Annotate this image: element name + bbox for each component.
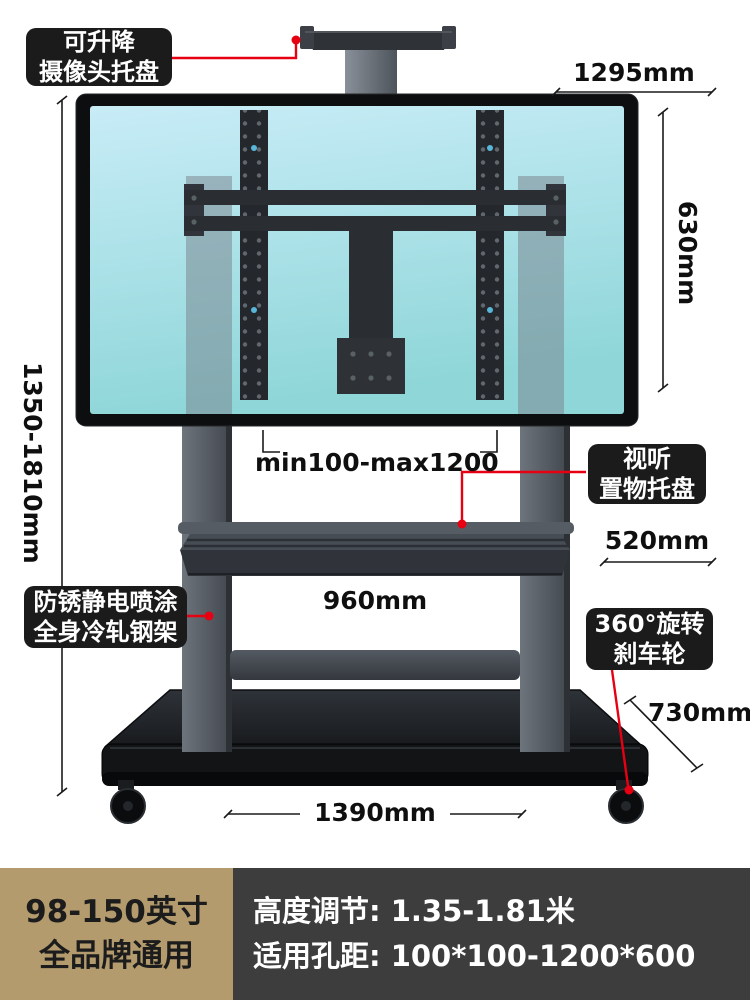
stand-column-right xyxy=(520,424,570,752)
banner-compatibility: 全品牌通用 xyxy=(39,938,194,974)
vesa-bracket xyxy=(184,110,566,400)
caster-wheel-left xyxy=(110,780,146,824)
callout-lines xyxy=(172,35,634,795)
callout-steel-frame-line1: 防锈静电喷涂 xyxy=(33,588,178,616)
dim-line-vesa xyxy=(262,430,498,453)
callout-camera-tray-line1: 可升降 xyxy=(63,28,135,56)
av-shelf xyxy=(178,522,574,576)
base-platform xyxy=(101,689,649,824)
dim-base-depth: 730mm xyxy=(648,698,750,727)
dim-shelf-depth: 520mm xyxy=(604,526,710,555)
callout-camera-tray-line2: 摄像头托盘 xyxy=(39,58,159,86)
product-illustration-area: 可升降 摄像头托盘 视听 置物托盘 防锈静电喷涂 全身冷轧钢架 360°旋转 刹… xyxy=(18,26,750,827)
pointer-steel-frame xyxy=(187,611,214,621)
banner-size-box: 98-150英寸 全品牌通用 xyxy=(0,868,233,1000)
pointer-camera-tray xyxy=(172,35,301,60)
callout-caster-line1: 360°旋转 xyxy=(594,610,705,638)
dim-tv-width: 1295mm xyxy=(573,58,695,87)
callout-steel-frame: 防锈静电喷涂 全身冷轧钢架 xyxy=(24,586,187,648)
pointer-caster xyxy=(610,669,634,795)
dim-line-bracket-height xyxy=(657,107,669,393)
banner-height-adjust: 高度调节: 1.35-1.81米 xyxy=(253,894,575,929)
pointer-av-shelf xyxy=(457,470,586,529)
lower-crossbar xyxy=(230,650,520,680)
camera-tray xyxy=(300,26,456,50)
callout-caster-line2: 刹车轮 xyxy=(613,640,686,668)
dim-base-width: 1390mm xyxy=(300,798,450,827)
callout-steel-frame-line2: 全身冷轧钢架 xyxy=(33,618,178,646)
dim-line-height-range xyxy=(56,95,68,797)
callout-camera-tray: 可升降 摄像头托盘 xyxy=(26,28,172,86)
banner-size-range: 98-150英寸 xyxy=(25,893,208,930)
bottom-banner: 98-150英寸 全品牌通用 高度调节: 1.35-1.81米 适用孔距: 10… xyxy=(0,868,750,1000)
dim-bracket-height: 630mm xyxy=(673,200,702,306)
dim-line-base-depth xyxy=(623,695,704,773)
dim-line-shelf-depth xyxy=(599,557,717,567)
stand-column-left xyxy=(182,424,232,752)
dim-height-range: 1350-1810mm xyxy=(18,362,47,564)
banner-hole-pitch: 适用孔距: 100*100-1200*600 xyxy=(253,939,696,973)
banner-spec-box: 高度调节: 1.35-1.81米 适用孔距: 100*100-1200*600 xyxy=(233,868,750,1000)
callout-caster: 360°旋转 刹车轮 xyxy=(586,608,713,670)
dimension-lines xyxy=(56,87,717,819)
callout-av-shelf: 视听 置物托盘 xyxy=(588,444,706,504)
support-pole xyxy=(345,48,397,98)
caster-wheel-right xyxy=(608,780,644,824)
callout-av-shelf-line1: 视听 xyxy=(623,445,671,473)
dim-vesa-range: min100-max1200 xyxy=(255,448,499,477)
tv-stand-illustration xyxy=(56,26,717,824)
dim-shelf-width: 960mm xyxy=(322,586,428,615)
callout-av-shelf-line2: 置物托盘 xyxy=(599,475,695,503)
dim-line-tv-width xyxy=(551,87,717,97)
